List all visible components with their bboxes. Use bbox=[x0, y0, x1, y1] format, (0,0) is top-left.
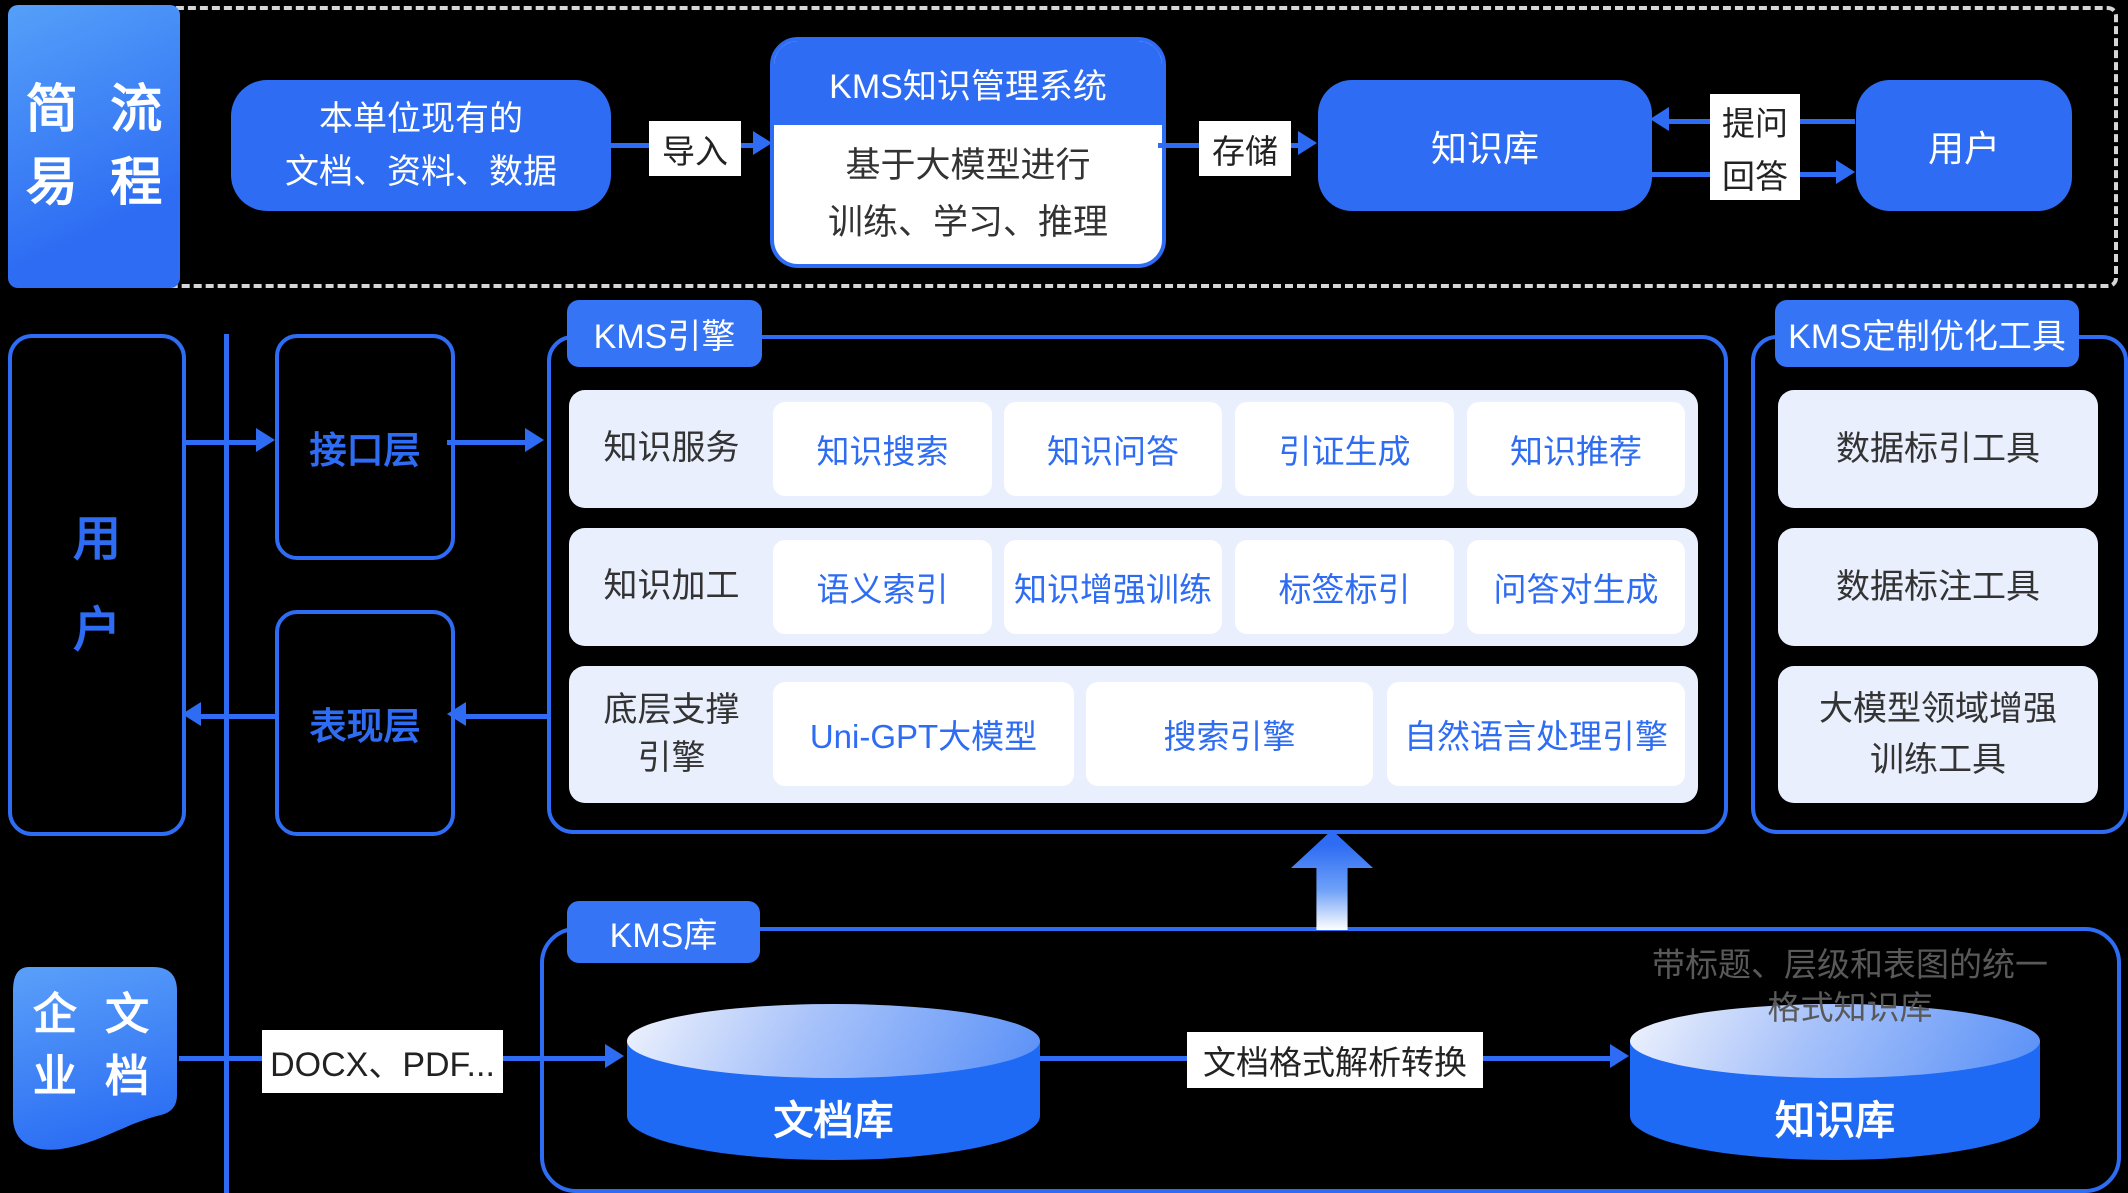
user-box-left: 用户 bbox=[8, 334, 186, 836]
chip-citation-gen: 引证生成 bbox=[1235, 402, 1454, 496]
ask-label: 提问 bbox=[1710, 94, 1800, 147]
tool-domain-training-label-line2: 训练工具 bbox=[1870, 740, 2006, 779]
simple-process-badge-col2: 流程 bbox=[110, 80, 163, 212]
ask-arrowhead-icon bbox=[1650, 107, 1669, 131]
kb-note-line2: 格式知识库 bbox=[1767, 989, 1933, 1026]
chip-search-engine: 搜索引擎 bbox=[1086, 682, 1373, 786]
chip-qa-pair-gen: 问答对生成 bbox=[1467, 540, 1685, 634]
store-arrowhead-icon bbox=[1298, 131, 1317, 155]
source-docs-line2: 文档、资料、数据 bbox=[285, 152, 557, 191]
kb-store-cylinder: 知识库 bbox=[1630, 1004, 2040, 1160]
kms-system-box: KMS知识管理系统 基于大模型进行 训练、学习、推理 bbox=[770, 37, 1166, 268]
kms-system-body-line1: 基于大模型进行 bbox=[845, 145, 1091, 185]
store-label: 存储 bbox=[1199, 121, 1291, 176]
enterprise-doc-col2: 文档 bbox=[105, 990, 150, 1101]
chip-knowledge-qa: 知识问答 bbox=[1004, 402, 1222, 496]
enterprise-doc-shape: 企业 文档 bbox=[3, 965, 179, 1153]
engine-row-services: 知识服务 知识搜索 知识问答 引证生成 知识推荐 bbox=[569, 390, 1698, 508]
chip-knowledge-recommend: 知识推荐 bbox=[1467, 402, 1685, 496]
kb-note-line1: 带标题、层级和表图的统一 bbox=[1652, 946, 2048, 983]
engine-row-base-label-line1: 底层支撑 bbox=[603, 690, 740, 729]
tool-domain-training-label-line1: 大模型领域增强 bbox=[1819, 689, 2057, 728]
interface-to-engine-line bbox=[447, 440, 529, 445]
user-box-top: 用户 bbox=[1856, 80, 2072, 211]
chip-semantic-index: 语义索引 bbox=[773, 540, 992, 634]
engine-row-base: 底层支撑 引擎 Uni-GPT大模型 搜索引擎 自然语言处理引擎 bbox=[569, 666, 1698, 803]
kms-system-body-line2: 训练、学习、推理 bbox=[827, 202, 1108, 242]
kms-engine-panel bbox=[547, 335, 1728, 834]
tool-data-indexing: 数据标引工具 bbox=[1778, 390, 2098, 508]
chip-enhanced-training: 知识增强训练 bbox=[1004, 540, 1222, 634]
chip-nlp-engine: 自然语言处理引擎 bbox=[1387, 682, 1685, 786]
tool-data-indexing-label: 数据标引工具 bbox=[1836, 429, 2040, 468]
kms-system-body: 基于大模型进行 训练、学习、推理 bbox=[774, 125, 1162, 264]
formats-label: DOCX、PDF... bbox=[262, 1030, 503, 1093]
convert-arrowhead-icon bbox=[1610, 1044, 1629, 1068]
engine-to-presentation-line bbox=[463, 714, 547, 719]
enterprise-doc-wave-icon bbox=[13, 967, 177, 1150]
kms-system-title: KMS知识管理系统 bbox=[774, 41, 1162, 125]
enterprise-doc-col1: 企业 bbox=[32, 990, 77, 1101]
doc-store-cylinder-top bbox=[627, 1004, 1040, 1078]
import-label: 导入 bbox=[649, 121, 741, 176]
tool-data-annotation-label: 数据标注工具 bbox=[1836, 567, 2040, 606]
source-docs-box: 本单位现有的 文档、资料、数据 bbox=[231, 80, 611, 211]
user-to-interface-line bbox=[182, 440, 260, 445]
engine-to-presentation-arrowhead-icon bbox=[447, 702, 466, 726]
simple-process-badge-col1: 简易 bbox=[25, 80, 78, 212]
interface-layer-box: 接口层 bbox=[275, 334, 455, 560]
answer-arrowhead-icon bbox=[1836, 160, 1855, 184]
knowledge-base-box: 知识库 bbox=[1318, 80, 1652, 211]
library-to-engine-arrow-icon bbox=[1291, 830, 1373, 930]
tool-domain-training: 大模型领域增强 训练工具 bbox=[1778, 666, 2098, 803]
presentation-layer-box: 表现层 bbox=[275, 610, 455, 836]
user-to-interface-arrowhead-icon bbox=[256, 428, 275, 452]
presentation-to-user-arrowhead-icon bbox=[182, 702, 201, 726]
chip-knowledge-search: 知识搜索 bbox=[773, 402, 992, 496]
kms-tools-tag: KMS定制优化工具 bbox=[1775, 300, 2079, 367]
kb-store-cylinder-top bbox=[1630, 1004, 2040, 1078]
import-arrowhead-icon bbox=[753, 131, 772, 155]
kms-library-tag: KMS库 bbox=[567, 901, 760, 963]
tool-data-annotation: 数据标注工具 bbox=[1778, 528, 2098, 646]
kb-store-label: 知识库 bbox=[1775, 1099, 1895, 1143]
engine-row-processing: 知识加工 语义索引 知识增强训练 标签标引 问答对生成 bbox=[569, 528, 1698, 646]
simple-process-badge: 简易 流程 bbox=[8, 5, 180, 288]
engine-row-base-label-line2: 引擎 bbox=[637, 738, 706, 777]
doc-store-cylinder: 文档库 bbox=[627, 1004, 1040, 1160]
engine-row-services-label: 知识服务 bbox=[603, 429, 740, 468]
engine-row-processing-label: 知识加工 bbox=[603, 567, 740, 606]
user-box-left-label: 用户 bbox=[72, 512, 121, 657]
presentation-to-user-line bbox=[196, 714, 275, 719]
doc-store-label: 文档库 bbox=[773, 1099, 894, 1143]
chip-tag-indexing: 标签标引 bbox=[1235, 540, 1454, 634]
source-docs-line1: 本单位现有的 bbox=[319, 99, 523, 138]
document-bus-line bbox=[224, 334, 229, 1193]
interface-to-engine-arrowhead-icon bbox=[525, 428, 544, 452]
answer-label: 回答 bbox=[1710, 147, 1800, 200]
formats-arrowhead-icon bbox=[605, 1044, 624, 1068]
chip-unigpt-model: Uni-GPT大模型 bbox=[773, 682, 1074, 786]
convert-label: 文档格式解析转换 bbox=[1187, 1032, 1483, 1088]
kms-engine-tag: KMS引擎 bbox=[567, 300, 762, 367]
